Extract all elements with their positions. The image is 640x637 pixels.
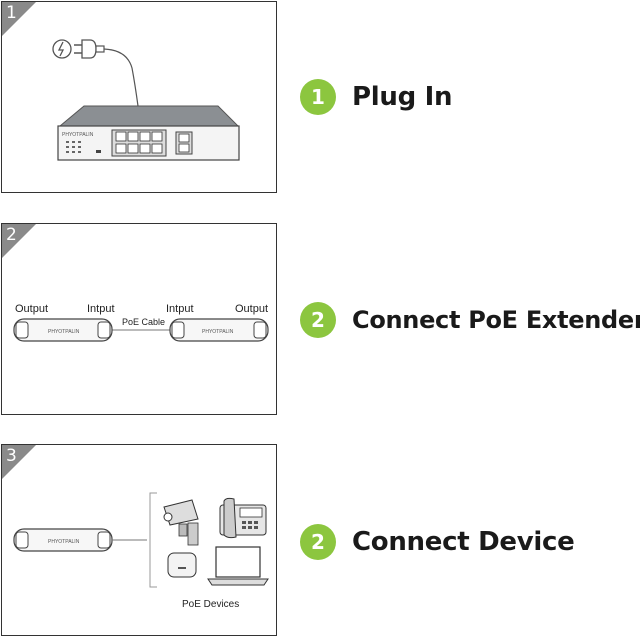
output-left-label: Output	[15, 303, 48, 315]
panel-corner-tab	[2, 224, 36, 258]
panel-number: 3	[6, 446, 17, 466]
panel-extenders: 2 Output Intput Intput Output PoE Cable …	[1, 223, 277, 415]
step-label: Connect Device	[352, 527, 575, 557]
laptop-icon	[207, 546, 269, 586]
devices-illustration: PHYOTPALIN PoE Devices	[13, 492, 269, 610]
device-bracket	[149, 492, 157, 588]
phone-icon	[219, 497, 267, 539]
brand-logo: PHYOTPALIN	[202, 329, 234, 335]
poe-extender: PHYOTPALIN	[13, 528, 147, 552]
poe-extender-right: PHYOTPALIN	[169, 318, 269, 342]
panel-plug-in: 1 PHYOTPALIN	[1, 1, 277, 193]
brand-logo: PHYOTPALIN	[48, 539, 80, 545]
panel-number: 1	[6, 3, 17, 23]
poe-switch: PHYOTPALIN	[57, 105, 240, 161]
poe-extender-left: PHYOTPALIN	[13, 318, 113, 342]
switch-illustration: PHYOTPALIN	[52, 39, 240, 161]
camera-icon	[163, 499, 199, 546]
step-plug-in: 1 Plug In	[300, 75, 453, 119]
step-label: Plug In	[352, 82, 453, 112]
power-icon	[52, 39, 72, 59]
brand-logo: PHYOTPALIN	[62, 132, 94, 138]
access-point-icon	[167, 552, 197, 578]
poe-devices-label: PoE Devices	[182, 599, 239, 610]
panel-corner-tab	[2, 445, 36, 479]
step-number-badge: 2	[300, 302, 336, 338]
plug-icon	[74, 39, 139, 107]
brand-logo: PHYOTPALIN	[48, 329, 80, 335]
step-number-badge: 1	[300, 79, 336, 115]
output-right-label: Output	[235, 303, 268, 315]
panel-corner-tab	[2, 2, 36, 36]
extenders-illustration: Output Intput Intput Output PoE Cable PH…	[13, 303, 269, 342]
step-label: Connect PoE Extenders	[352, 306, 640, 334]
panel-number: 2	[6, 225, 17, 245]
step-connect-extenders: 2 Connect PoE Extenders	[300, 298, 640, 342]
input-right-label: Intput	[166, 303, 194, 315]
step-connect-device: 2 Connect Device	[300, 520, 575, 564]
step-number-badge: 2	[300, 524, 336, 560]
panel-devices: 3 PHYOTPALIN	[1, 444, 277, 636]
input-left-label: Intput	[87, 303, 115, 315]
poe-cable-label: PoE Cable	[122, 317, 165, 327]
